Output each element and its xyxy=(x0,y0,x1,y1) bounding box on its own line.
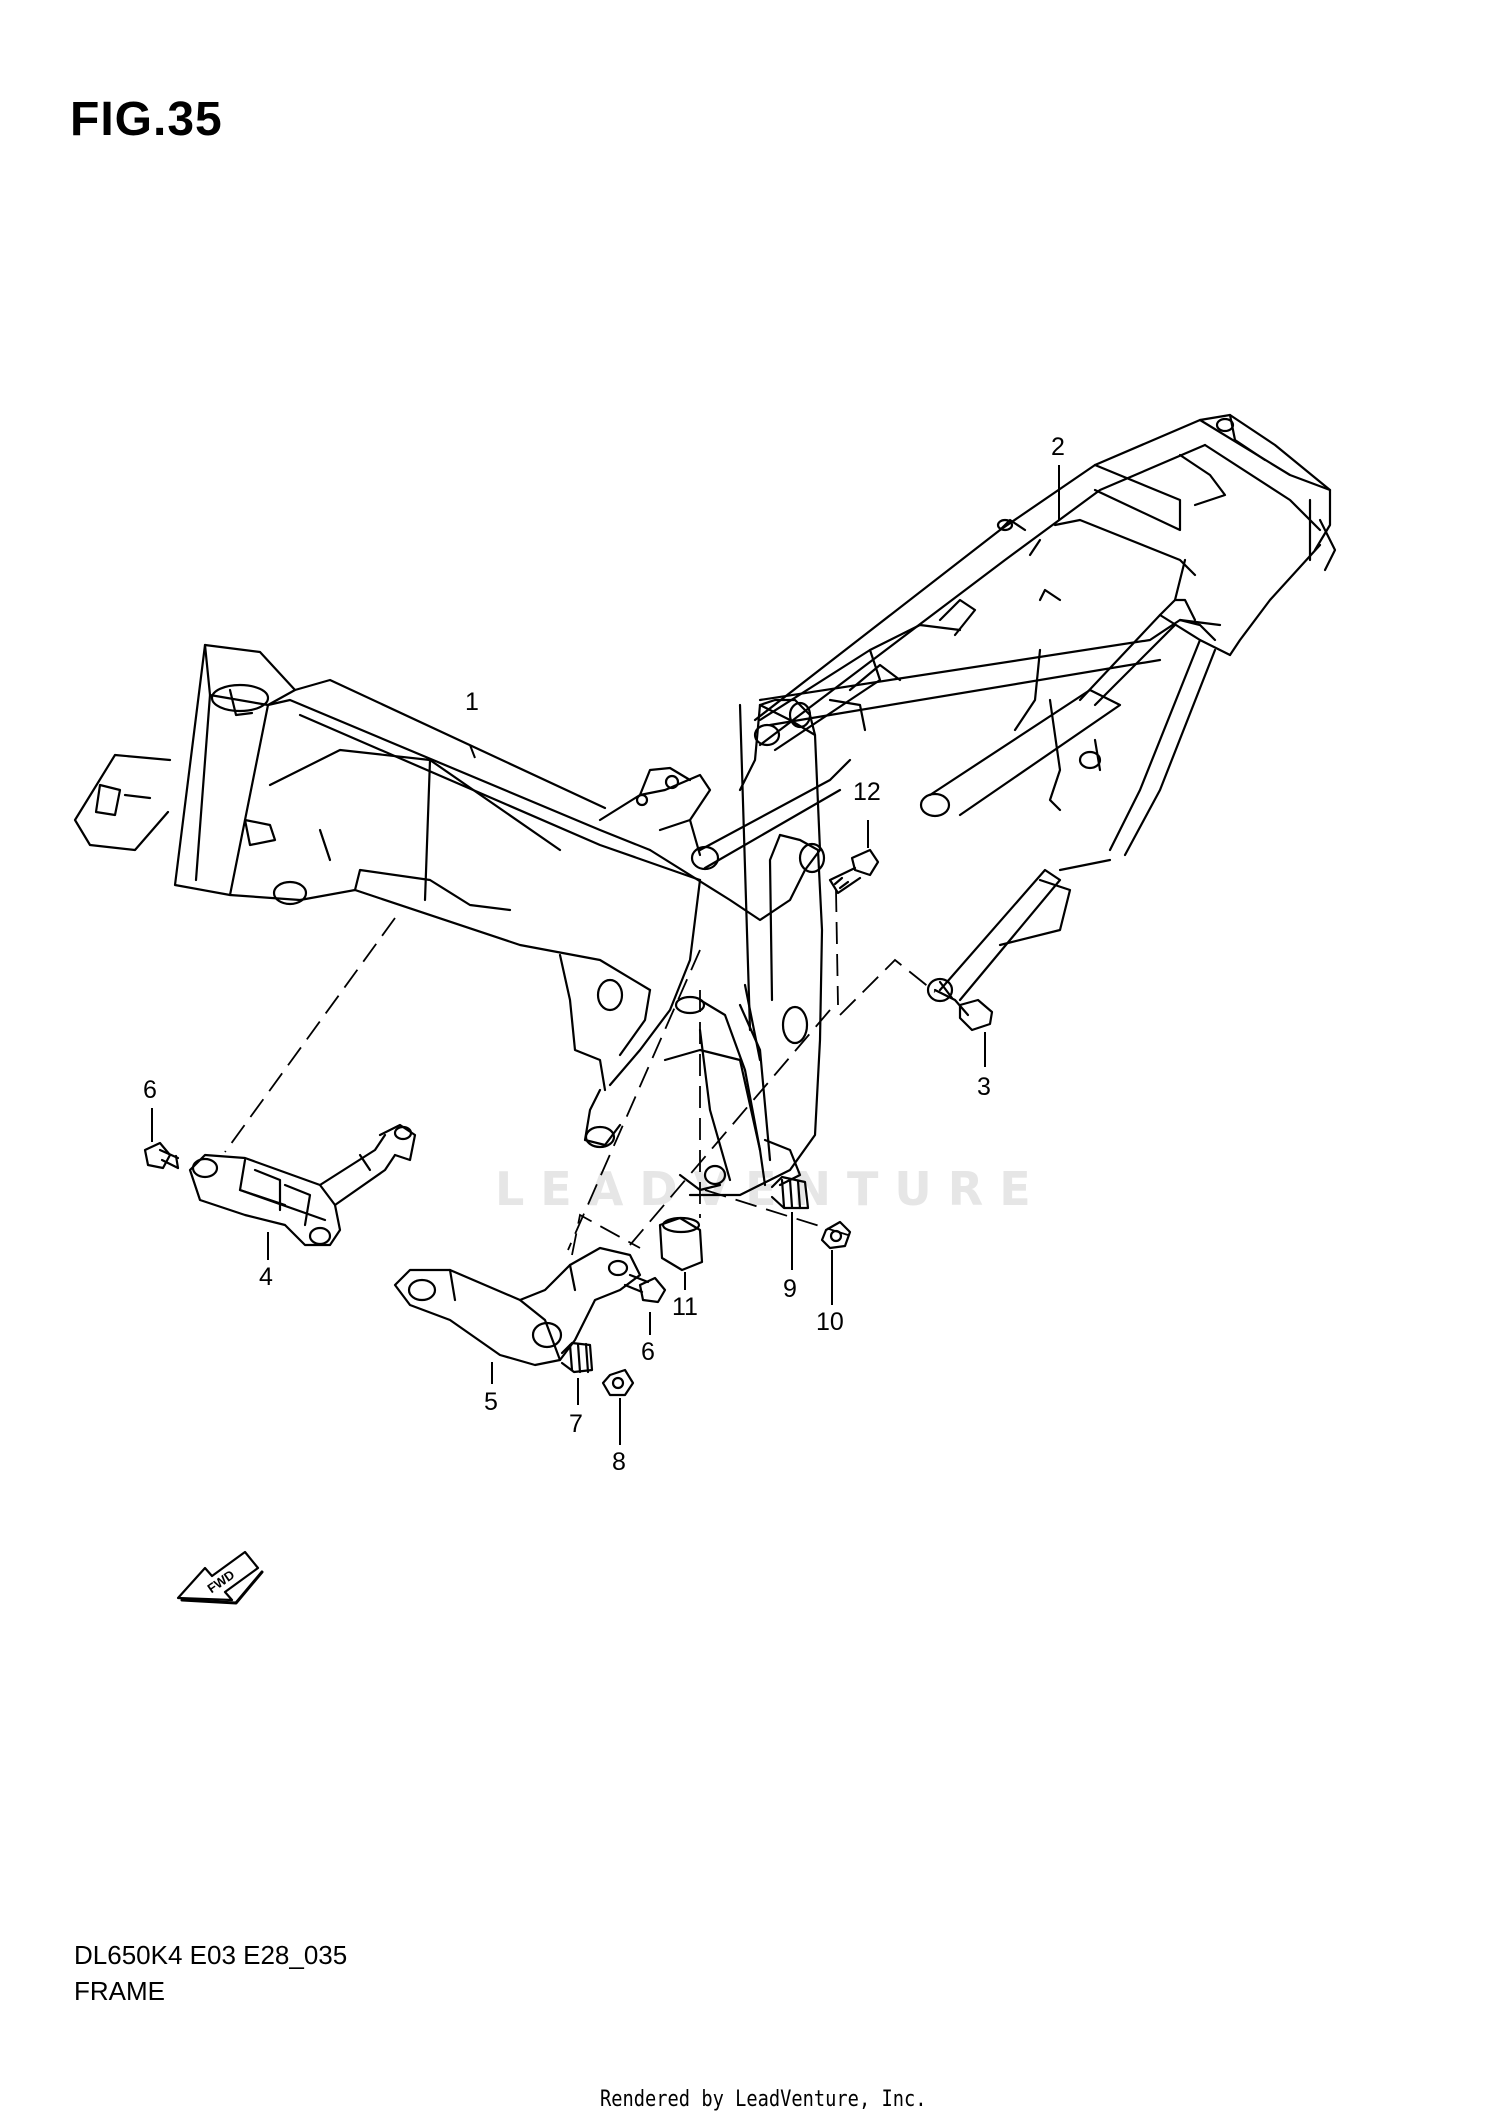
spring-part-7 xyxy=(560,1341,594,1374)
callout-7: 7 xyxy=(569,1410,583,1438)
dashed-line-nut-8 xyxy=(629,1009,831,1246)
nut-part-8 xyxy=(601,1368,635,1397)
callout-6-rear: 6 xyxy=(641,1338,655,1366)
callout-2: 2 xyxy=(1051,433,1065,461)
bolt-part-3 xyxy=(933,980,994,1032)
dashed-line-rear-bracket xyxy=(567,949,701,1251)
callout-9: 9 xyxy=(783,1275,797,1303)
callout-1: 1 xyxy=(465,688,479,716)
dashed-line-screw-12 xyxy=(835,889,839,1006)
rear-subframe xyxy=(690,413,1337,1003)
callout-4: 4 xyxy=(259,1263,273,1291)
dashed-line-rear-link xyxy=(571,1213,641,1256)
callout-10: 10 xyxy=(816,1308,844,1336)
screw-part-12 xyxy=(828,848,880,895)
watermark: LEADVENTURE xyxy=(495,1162,1047,1216)
fwd-arrow-icon xyxy=(176,1550,264,1605)
callout-11: 11 xyxy=(672,1293,698,1321)
rear-footrest-bracket xyxy=(393,1246,642,1367)
section-name: FRAME xyxy=(74,1976,165,2006)
callout-3: 3 xyxy=(977,1073,991,1101)
leader-1 xyxy=(469,744,476,759)
main-frame xyxy=(73,643,826,1197)
dashed-line-front-bracket xyxy=(224,917,396,1153)
model-code: DL650K4 E03 E28_035 xyxy=(74,1940,348,1970)
callout-8: 8 xyxy=(612,1448,626,1476)
render-credit: Rendered by LeadVenture, Inc. xyxy=(600,2087,927,2112)
callout-5: 5 xyxy=(484,1388,498,1416)
callout-6-front: 6 xyxy=(143,1076,157,1104)
callout-12: 12 xyxy=(853,778,881,806)
dashed-line-nut-10 xyxy=(704,1189,849,1236)
front-footrest-bracket xyxy=(188,1123,417,1247)
collar-part-11 xyxy=(658,1216,704,1272)
bolt-part-6-rear xyxy=(623,1273,667,1304)
dashed-line-bolt-3 xyxy=(839,958,936,1016)
bolt-part-6-front xyxy=(143,1141,180,1170)
spring-part-9 xyxy=(770,1175,810,1210)
figure-title: FIG.35 xyxy=(70,93,223,146)
